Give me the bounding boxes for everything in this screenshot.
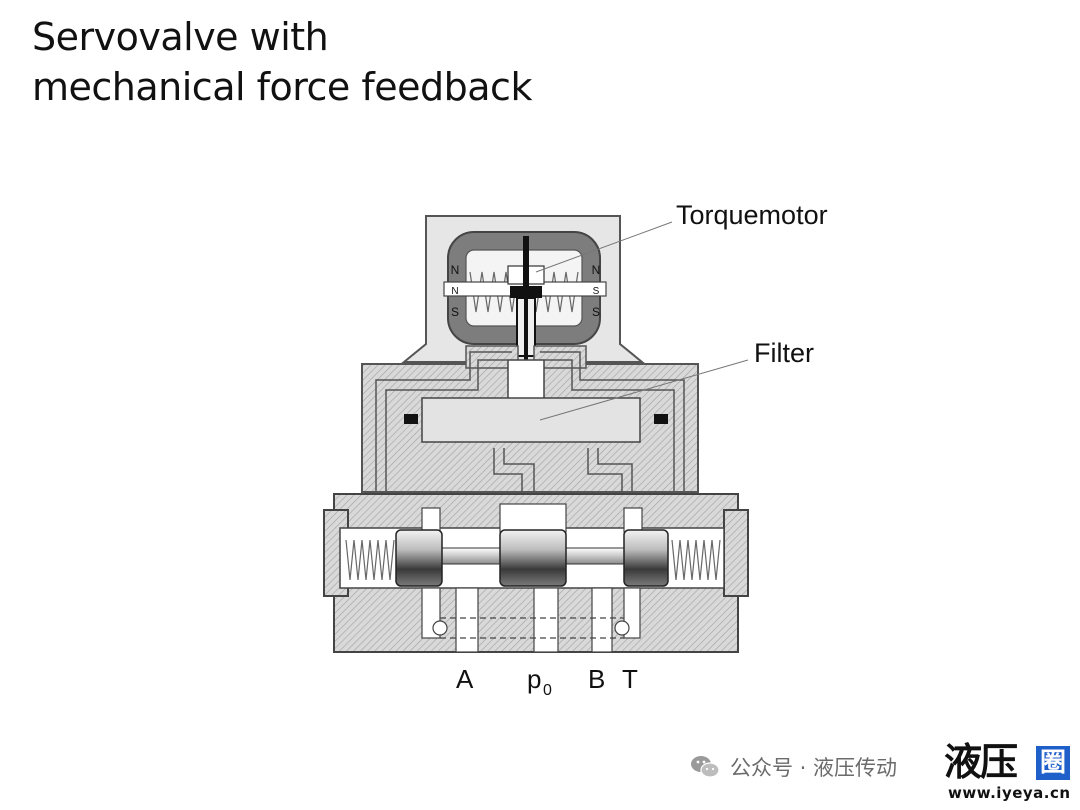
wechat-icon	[691, 756, 720, 778]
torquemotor-coils	[469, 271, 579, 313]
port-b-label: B	[588, 664, 605, 694]
internal-passages	[375, 351, 685, 504]
flapper-top	[523, 236, 529, 292]
watermark-logo: 液压 圈 www.iyeya.cn	[944, 740, 1074, 806]
footer-source: 公众号 · 液压传动	[690, 750, 897, 784]
spool	[395, 529, 669, 587]
leader-lines	[535, 221, 749, 421]
magnet-n-left: N	[451, 263, 460, 277]
upper-housing	[361, 345, 699, 493]
port-t-label: T	[622, 664, 638, 694]
armature-clamp	[510, 286, 542, 298]
flapper	[524, 298, 528, 362]
magnet-n-inner-left: N	[451, 286, 458, 297]
dashed-connections	[440, 617, 624, 639]
magnet-n-right: N	[592, 263, 601, 277]
magnet-marks: N N S N S S	[451, 263, 601, 319]
logo-chars: 液压	[944, 740, 1018, 784]
torquemotor-label: Torquemotor	[676, 200, 828, 230]
title-line-2: mechanical force feedback	[32, 65, 532, 109]
logo-url: www.iyeya.cn	[948, 784, 1071, 802]
magnet-s-left: S	[451, 305, 459, 319]
filter-element	[421, 397, 641, 443]
port-a-label: A	[456, 664, 474, 694]
magnet-s-right: S	[592, 305, 600, 319]
page-title: Servovalve with mechanical force feedbac…	[32, 12, 532, 112]
port-labels: A p 0 B T	[456, 664, 638, 699]
port-p-label: p	[527, 664, 541, 694]
logo-box: 圈	[1036, 746, 1070, 780]
title-line-1: Servovalve with	[32, 15, 329, 59]
magnet-s-inner-right: S	[593, 286, 600, 297]
port-p-subscript: 0	[543, 682, 552, 699]
end-springs	[345, 539, 721, 581]
footer-text: 公众号 · 液压传动	[730, 756, 898, 780]
filter-label: Filter	[754, 338, 814, 368]
